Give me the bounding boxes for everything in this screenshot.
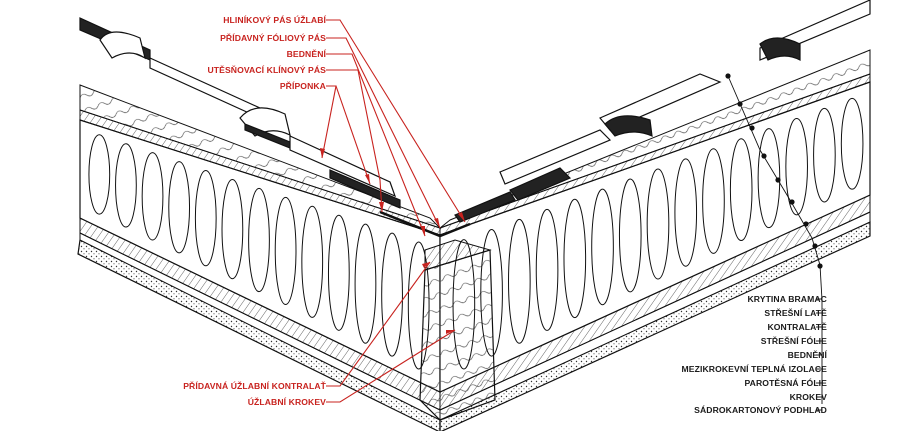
label-plasterboard-ceiling: SÁDROKARTONOVÝ PODHLAD [694, 405, 827, 415]
red-callout-arrows [320, 148, 465, 334]
label-counterbattens: KONTRALATĚ [767, 322, 827, 332]
right-slope [439, 49, 871, 431]
insulation-roll [729, 138, 753, 242]
label-rafter: KROKEV [789, 392, 827, 402]
label-boarding-right: BEDNĚNÍ [787, 350, 827, 360]
insulation-roll [508, 218, 531, 344]
label-boarding: BEDNĚNÍ [286, 49, 326, 59]
insulation-roll [785, 118, 808, 216]
label-additional-foil-strip: PŘÍDAVNÝ FÓLIOVÝ PÁS [220, 33, 326, 43]
label-additional-valley-counterbatten: PŘÍDAVNÁ ÚŽLABNÍ KONTRALAŤ [183, 381, 326, 391]
insulation-roll [535, 208, 559, 331]
leader-dot [725, 73, 731, 79]
label-inter-rafter-insulation: MEZIKROKEVNÍ TEPLNÁ IZOLACE [681, 364, 827, 374]
insulation-roll [407, 241, 430, 370]
label-roof-foil: STŘEŠNÍ FÓLIE [760, 336, 827, 346]
label-sealing-wedge-strip: UTĚSŇOVACÍ KLÍNOVÝ PÁS [207, 65, 326, 75]
leader-dot [812, 243, 818, 249]
label-clip: PŘÍPONKA [279, 81, 326, 91]
insulation-roll [618, 178, 642, 293]
insulation-roll [452, 239, 476, 370]
label-roof-battens: STŘEŠNÍ LATĚ [764, 308, 827, 318]
label-bramac-roofing: KRYTINA BRAMAC [747, 294, 827, 304]
insulation-roll [702, 148, 725, 254]
insulation-roll [563, 198, 587, 319]
leader-dot [761, 153, 767, 159]
label-aluminium-valley-strip: HLINÍKOVÝ PÁS ÚŽLABÍ [223, 15, 326, 25]
label-vapour-barrier-foil: PAROTĚSNÁ FÓLIE [744, 378, 827, 388]
valley-rafter [419, 239, 496, 421]
roof-tiles-right [454, 0, 871, 223]
insulation-roll [840, 97, 864, 190]
insulation-roll [274, 196, 297, 306]
insulation-roll [194, 170, 217, 267]
insulation-roll [168, 161, 191, 254]
leader-dot [803, 221, 809, 227]
insulation-roll [381, 232, 403, 357]
insulation-roll [301, 205, 324, 318]
leader-dot [749, 125, 755, 131]
label-valley-rafter: ÚŽLABNÍ KROKEV [247, 397, 326, 407]
insulation-roll [813, 107, 836, 203]
insulation-roll [88, 134, 111, 215]
red-callout-lines [321, 19, 466, 403]
insulation-roll [646, 168, 670, 280]
insulation-roll [591, 188, 614, 306]
valley-aluminium-strip [379, 210, 471, 238]
insulation-rolls-left [88, 134, 430, 370]
insulation-roll [141, 152, 164, 241]
leader-dot [817, 263, 823, 269]
leader-dot [737, 101, 743, 107]
right-callout-leader [725, 73, 823, 411]
insulation-roll [248, 187, 270, 293]
insulation-roll [674, 158, 698, 267]
insulation-roll [327, 214, 350, 331]
insulation-roll [480, 229, 503, 357]
insulation-roll [221, 178, 244, 280]
leader-dot [789, 199, 795, 205]
leader-dot [775, 177, 781, 183]
insulation-roll [354, 223, 377, 344]
insulation-roll [115, 143, 137, 228]
